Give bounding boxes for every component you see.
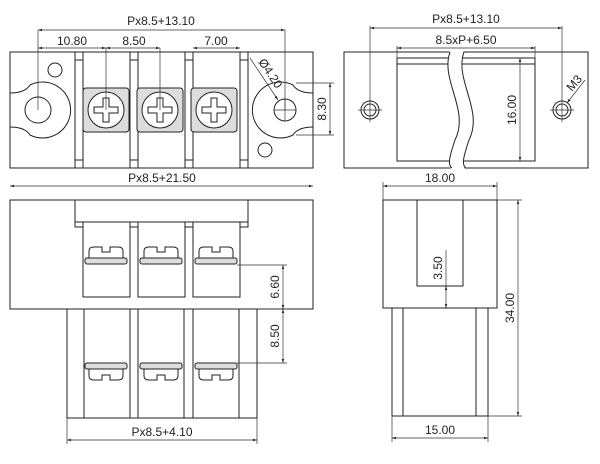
width-dim: 18.00 <box>425 171 455 185</box>
pitch-dim: 8.50 <box>122 34 146 48</box>
locating-hole <box>47 62 63 78</box>
slot-dim: 7.00 <box>204 34 228 48</box>
side-height-dim: 34.00 <box>503 293 517 323</box>
locating-hole <box>257 142 273 158</box>
side-view: 18.00 3.50 34.00 15.00 <box>382 171 522 442</box>
screw-offset-dim: 6.60 <box>268 275 282 299</box>
inner-dim: 8.5xP+6.50 <box>435 33 496 47</box>
slot-depth-dim: 3.50 <box>431 256 445 280</box>
edge-dim: 10.80 <box>57 34 87 48</box>
bottom-overall-dim: Px8.5+13.10 <box>432 12 500 26</box>
thread-label: M3 <box>564 72 586 94</box>
height-dim: 16.00 <box>505 95 519 125</box>
pin-offset-dim: 8.50 <box>268 324 282 348</box>
left-mount-hole <box>9 81 72 139</box>
bottom-view: Px8.5+13.10 8.5xP+6.50 16.00 M3 <box>343 12 589 170</box>
top-view: Px8.5+13.10 10.80 8.50 7.00 Ø4.20 8.30 <box>9 14 334 169</box>
top-overall-dim: Px8.5+13.10 <box>127 14 195 28</box>
front-view: Px8.5+21.50 6.60 8.50 Px8.5+4.10 <box>9 171 314 444</box>
right-mount-hole <box>251 81 314 139</box>
hole-height-dim: 8.30 <box>315 97 329 121</box>
pin-span-dim: Px8.5+4.10 <box>131 425 192 439</box>
pin-width-dim: 15.00 <box>425 423 455 437</box>
upper-screws <box>84 246 238 265</box>
lower-screws <box>84 362 238 381</box>
front-overall-dim: Px8.5+21.50 <box>128 171 196 185</box>
